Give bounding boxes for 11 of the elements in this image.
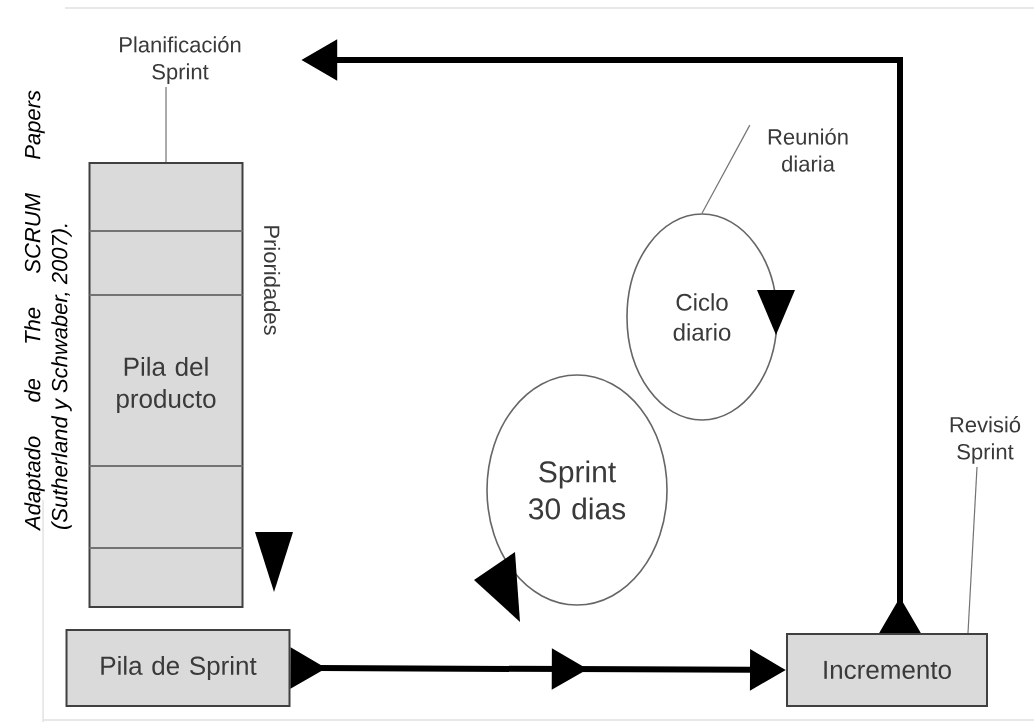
leader-line [701,124,751,214]
backlog-stack: Pila del producto [88,162,244,608]
vertical-label: Prioridades [263,226,281,335]
annotation-text: Planificación Sprint [120,36,241,84]
annotation-text: Revisió Sprint [950,416,1021,464]
leader-line [967,466,978,634]
annotation-text: Reunión diaria [768,128,848,172]
caption: Adaptado de The SCRUM Papers (Sutherland y Schwaber, 2007). [24,90,72,532]
process-box: Pila de Sprint [65,629,291,707]
process-box: Incremento [786,633,988,707]
leader-line [165,86,167,163]
